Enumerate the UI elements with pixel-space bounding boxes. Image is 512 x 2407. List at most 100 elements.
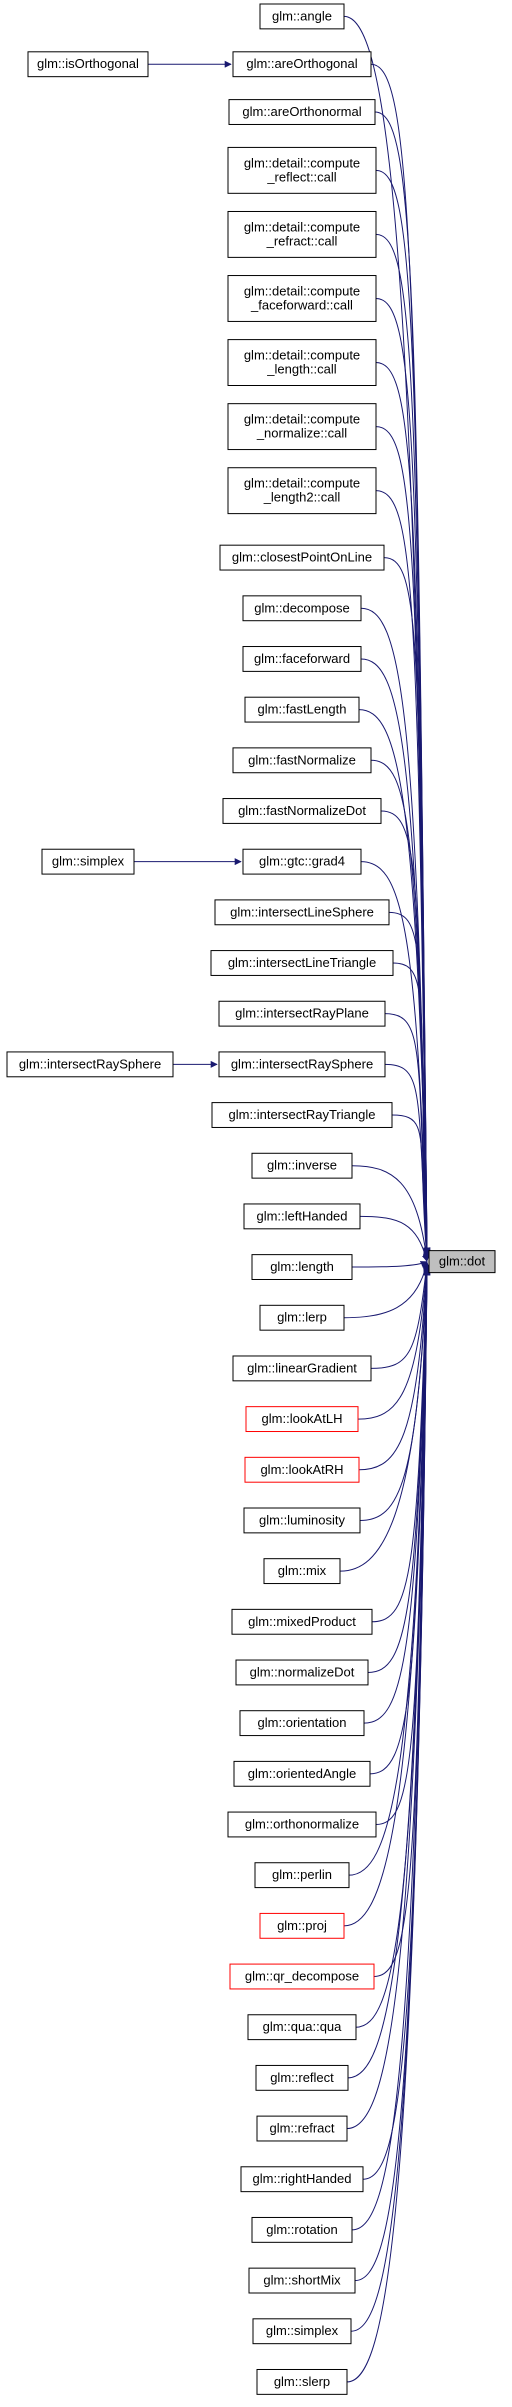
caller-node-shortMix[interactable]: glm::shortMix [248, 2267, 356, 2294]
caller-node-simplex-label: glm::simplex [266, 2323, 339, 2338]
edge-orthonormalize-to-dot [375, 1264, 431, 1825]
nodes: glm::angleglm::areOrthogonalglm::areOrth… [6, 3, 496, 2395]
caller-node-intersectRayPlane[interactable]: glm::intersectRayPlane [218, 1000, 386, 1027]
caller-node-shortMix-label: glm::shortMix [263, 2273, 341, 2288]
caller-node-simplex[interactable]: glm::simplex [252, 2318, 352, 2345]
edge-intersectRayPlane-to-dot [384, 1013, 431, 1261]
caller-node-orientation-box [239, 1710, 365, 1737]
caller-node-mix[interactable]: glm::mix [263, 1558, 341, 1585]
secondary-node-isOrthogonal-label: glm::isOrthogonal [37, 56, 139, 71]
edge-linearGradient-to-dot [370, 1261, 430, 1369]
caller-node-rightHanded[interactable]: glm::rightHanded [240, 2166, 364, 2193]
secondary-node-simplex_gtc[interactable]: glm::simplex [41, 848, 135, 875]
caller-node-mixedProduct[interactable]: glm::mixedProduct [231, 1608, 373, 1635]
caller-node-compute_normalize-box [227, 403, 377, 451]
caller-node-qua[interactable]: glm::qua::qua [247, 2014, 357, 2041]
caller-node-normalizeDot[interactable]: glm::normalizeDot [235, 1659, 369, 1686]
caller-node-fastNormalize-box [232, 747, 372, 774]
caller-node-orientedAngle-label: glm::orientedAngle [248, 1766, 356, 1781]
caller-node-areOrthogonal[interactable]: glm::areOrthogonal [232, 51, 372, 78]
caller-node-compute_reflect-label: _reflect::call [266, 169, 336, 184]
edge-intersectLineTriangle-to-dot [392, 962, 431, 1261]
caller-node-length[interactable]: glm::length [251, 1254, 353, 1280]
caller-node-lerp[interactable]: glm::lerp [259, 1304, 345, 1331]
caller-node-compute_length[interactable]: glm::detail::compute_length::call [227, 339, 377, 386]
caller-node-rotation-label: glm::rotation [266, 2222, 338, 2237]
target-node-dot-label: glm::dot [439, 1254, 486, 1269]
edge-intersectRayTriangle-to-dot [391, 1114, 430, 1262]
caller-node-proj[interactable]: glm::proj [259, 1912, 345, 1939]
secondary-node-intersectRaySphere_2-label: glm::intersectRaySphere [19, 1056, 161, 1071]
caller-node-intersectLineSphere[interactable]: glm::intersectLineSphere [214, 899, 390, 926]
caller-node-decompose-box [242, 595, 362, 622]
edge-proj-to-dot [343, 1265, 431, 1927]
caller-node-slerp[interactable]: glm::slerp [256, 2368, 348, 2395]
caller-node-compute_faceforward[interactable]: glm::detail::compute_faceforward::call [227, 275, 377, 322]
caller-node-intersectRaySphere[interactable]: glm::intersectRaySphere [218, 1051, 386, 1078]
caller-node-decompose[interactable]: glm::decompose [242, 595, 362, 622]
edge-closestPointOnLine-to-dot [383, 557, 431, 1258]
caller-node-angle-label: glm::angle [272, 8, 332, 23]
caller-node-qr_decompose[interactable]: glm::qr_decompose [229, 1963, 375, 1990]
caller-node-qr_decompose-box [229, 1963, 375, 1990]
caller-node-closestPointOnLine[interactable]: glm::closestPointOnLine [219, 544, 385, 571]
caller-node-intersectLineTriangle[interactable]: glm::intersectLineTriangle [210, 950, 394, 976]
caller-node-reflect-box [255, 2064, 349, 2091]
caller-node-intersectLineSphere-label: glm::intersectLineSphere [230, 904, 374, 919]
caller-node-compute_length2-label: _length2::call [263, 490, 341, 505]
caller-node-luminosity[interactable]: glm::luminosity [243, 1507, 361, 1534]
secondary-node-isOrthogonal[interactable]: glm::isOrthogonal [27, 51, 149, 78]
caller-node-compute_faceforward-label: _faceforward::call [250, 297, 353, 312]
caller-node-fastNormalizeDot[interactable]: glm::fastNormalizeDot [222, 798, 382, 824]
caller-node-perlin[interactable]: glm::perlin [254, 1862, 350, 1889]
caller-node-lookAtLH-label: glm::lookAtLH [262, 1411, 343, 1426]
caller-node-proj-box [259, 1912, 345, 1939]
caller-node-leftHanded[interactable]: glm::leftHanded [243, 1203, 361, 1230]
caller-node-fastNormalizeDot-box [222, 798, 382, 824]
caller-node-intersectRaySphere-box [218, 1051, 386, 1078]
target-node-dot[interactable]: glm::dot [428, 1250, 496, 1274]
caller-node-compute_reflect-label: glm::detail::compute [244, 155, 360, 170]
caller-node-angle[interactable]: glm::angle [259, 3, 345, 30]
caller-node-fastNormalize[interactable]: glm::fastNormalize [232, 747, 372, 774]
edge-slerp-to-dot [346, 1268, 431, 2383]
caller-node-slerp-box [256, 2368, 348, 2395]
caller-node-compute_length-label: _length::call [266, 362, 336, 377]
secondary-node-intersectRaySphere_2[interactable]: glm::intersectRaySphere [6, 1051, 174, 1078]
caller-node-faceforward-label: glm::faceforward [254, 651, 350, 666]
caller-node-reflect[interactable]: glm::reflect [255, 2064, 349, 2091]
caller-node-fastLength[interactable]: glm::fastLength [244, 696, 360, 723]
caller-node-grad4[interactable]: glm::gtc::grad4 [242, 848, 362, 875]
caller-node-compute_length2[interactable]: glm::detail::compute_length2::call [227, 467, 377, 515]
caller-node-inverse[interactable]: glm::inverse [251, 1152, 353, 1179]
caller-node-intersectLineTriangle-box [210, 950, 394, 976]
caller-node-compute_normalize[interactable]: glm::detail::compute_normalize::call [227, 403, 377, 451]
caller-node-compute_faceforward-box [227, 275, 377, 322]
caller-node-intersectRaySphere-label: glm::intersectRaySphere [231, 1056, 373, 1071]
secondary-node-intersectRaySphere_2-box [6, 1051, 174, 1078]
caller-node-compute_reflect[interactable]: glm::detail::compute_reflect::call [227, 146, 377, 194]
caller-node-fastNormalize-label: glm::fastNormalize [248, 752, 356, 767]
caller-node-linearGradient[interactable]: glm::linearGradient [232, 1355, 372, 1382]
caller-node-refract[interactable]: glm::refract [256, 2115, 348, 2142]
caller-node-lookAtLH[interactable]: glm::lookAtLH [245, 1406, 359, 1433]
caller-node-intersectRayTriangle[interactable]: glm::intersectRayTriangle [211, 1102, 393, 1128]
caller-node-areOrthonormal-label: glm::areOrthonormal [242, 104, 361, 119]
caller-node-compute_refract-box [227, 210, 377, 258]
caller-node-normalizeDot-label: glm::normalizeDot [250, 1664, 355, 1679]
caller-node-orientedAngle[interactable]: glm::orientedAngle [233, 1760, 371, 1787]
caller-node-decompose-label: glm::decompose [254, 600, 349, 615]
caller-node-reflect-label: glm::reflect [270, 2070, 334, 2085]
caller-node-orthonormalize[interactable]: glm::orthonormalize [227, 1811, 377, 1838]
caller-node-rotation[interactable]: glm::rotation [251, 2216, 353, 2243]
caller-node-compute_refract[interactable]: glm::detail::compute_refract::call [227, 210, 377, 258]
caller-node-slerp-label: glm::slerp [274, 2374, 330, 2389]
caller-node-angle-box [259, 3, 345, 30]
caller-node-normalizeDot-box [235, 1659, 369, 1686]
caller-node-lookAtRH[interactable]: glm::lookAtRH [244, 1456, 360, 1483]
caller-node-intersectLineSphere-box [214, 899, 390, 926]
caller-node-faceforward[interactable]: glm::faceforward [242, 646, 362, 672]
caller-node-areOrthonormal[interactable]: glm::areOrthonormal [228, 99, 376, 125]
caller-node-refract-label: glm::refract [269, 2121, 334, 2136]
caller-node-orientation[interactable]: glm::orientation [239, 1710, 365, 1737]
